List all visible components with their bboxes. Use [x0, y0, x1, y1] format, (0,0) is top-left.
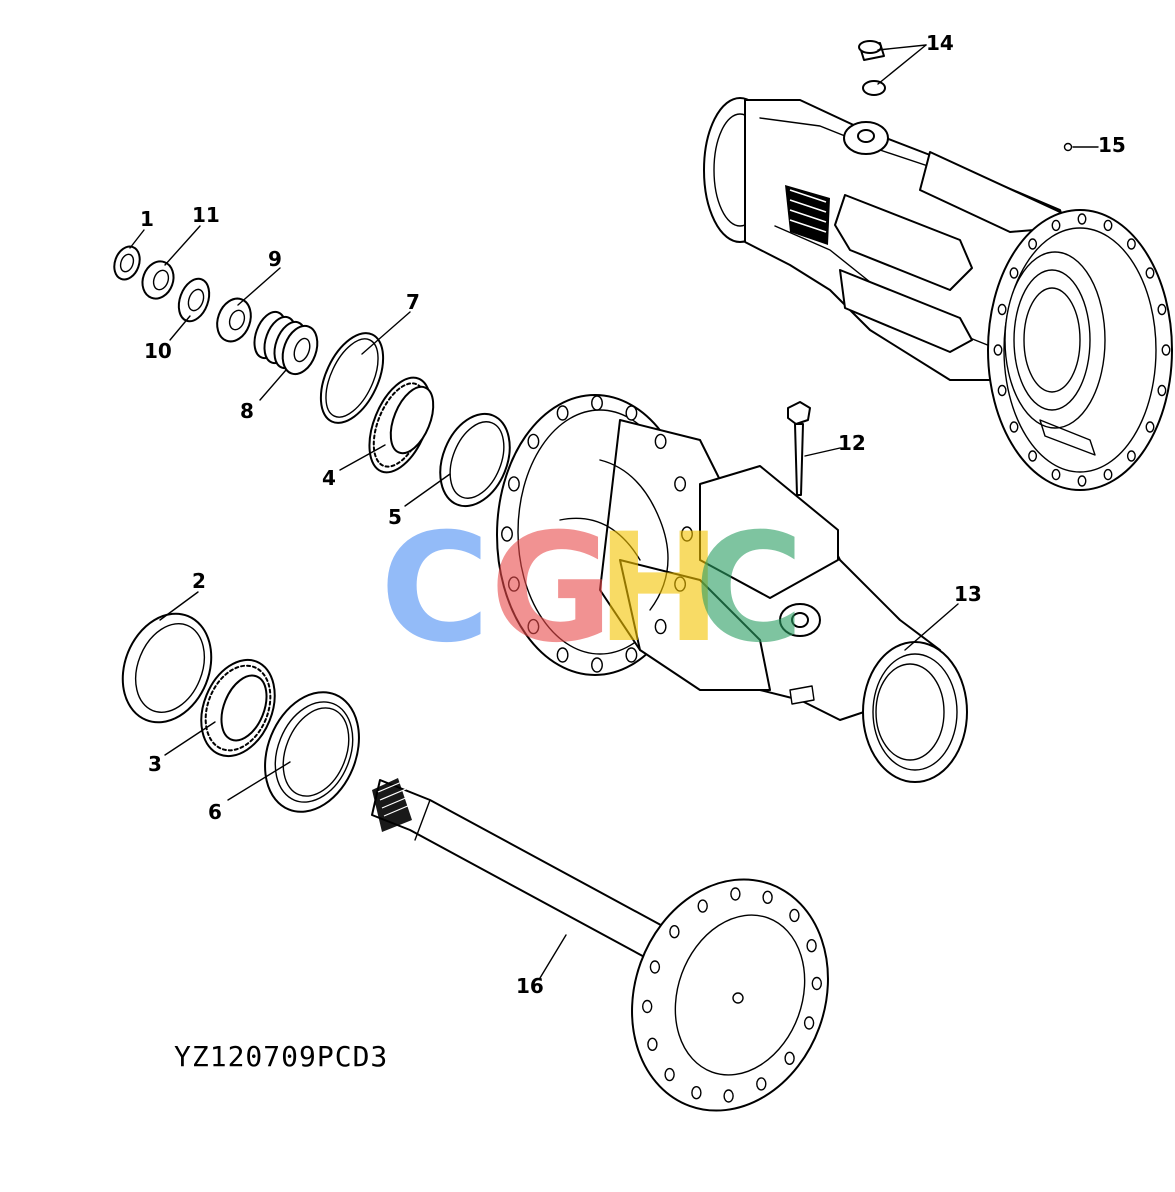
bolt-hole — [654, 618, 667, 635]
callout-2: 2 — [192, 569, 206, 593]
callout-14: 14 — [926, 31, 954, 55]
bolt-hole — [784, 1051, 795, 1066]
bolt-hole — [1103, 219, 1113, 232]
callout-4: 4 — [322, 466, 336, 490]
bolt-hole — [1145, 267, 1155, 279]
oil-seal-6-part — [264, 691, 360, 813]
bolt-hole — [642, 999, 653, 1014]
breather-12-part — [787, 401, 811, 496]
bolt-hole — [527, 433, 540, 450]
bolt-hole — [691, 1085, 702, 1100]
drawing-code: YZ120709PCD3 — [174, 1040, 388, 1073]
callout-9: 9 — [268, 247, 282, 271]
watermark: C G H C — [380, 502, 804, 676]
bolt-hole — [1028, 238, 1038, 250]
bolt-hole — [1009, 267, 1019, 279]
bolt-hole — [1077, 475, 1087, 487]
callout-labels: 1 2 3 4 5 6 7 8 9 10 11 12 13 14 15 16 — [140, 31, 1126, 998]
bolt-hole — [806, 939, 817, 953]
bolt-hole — [625, 405, 638, 421]
pin-15-part — [1063, 142, 1073, 152]
callout-11: 11 — [192, 203, 220, 227]
bolt-hole — [993, 344, 1003, 356]
callout-13: 13 — [954, 582, 982, 606]
bolt-hole — [664, 1067, 675, 1082]
bolt-hole — [1051, 219, 1061, 232]
housing-flange-bolt-holes — [501, 395, 693, 673]
rear-axle-housing — [703, 97, 1173, 491]
bolt-hole — [803, 1016, 815, 1030]
bolt-hole — [789, 908, 800, 923]
bolt-hole — [681, 526, 693, 542]
small-parts — [113, 245, 385, 424]
bolt-hole — [556, 647, 569, 663]
leader-lines — [129, 44, 1099, 979]
bolt-hole — [756, 1077, 767, 1091]
bolt-hole — [762, 890, 773, 904]
bolt-hole — [1145, 421, 1155, 433]
bolt-hole — [647, 1037, 658, 1052]
watermark-letter-3: H — [596, 502, 722, 676]
bearing-cup-5-part — [439, 412, 511, 508]
bolt-hole — [507, 576, 520, 592]
bolt-hole — [507, 476, 520, 492]
axle-housing-13 — [496, 394, 968, 783]
callout-12: 12 — [838, 431, 866, 455]
bearing-cone-4-part — [368, 376, 435, 474]
bolt-hole — [674, 576, 687, 592]
bearing-cone-3-part — [200, 658, 276, 758]
rear-flange-bolt-holes — [993, 213, 1171, 487]
bolt-hole — [1051, 468, 1061, 481]
bolt-hole — [697, 899, 708, 913]
axle-shaft-16-part — [371, 778, 829, 1112]
callout-7: 7 — [406, 290, 420, 314]
watermark-letter-2: G — [490, 502, 613, 676]
callout-16: 16 — [516, 974, 544, 998]
bolt-hole — [730, 887, 741, 901]
watermark-letter-4: C — [694, 502, 804, 676]
bolt-hole — [625, 647, 638, 663]
bolt-hole — [1157, 303, 1167, 316]
callout-10: 10 — [144, 339, 172, 363]
bearing-cup-2-part — [121, 612, 213, 724]
bolt-hole — [556, 405, 569, 421]
callout-8: 8 — [240, 399, 254, 423]
shaft-flange-bolt-holes — [642, 887, 822, 1103]
bolt-hole — [501, 526, 513, 542]
bolt-hole — [1126, 238, 1136, 250]
bolt-hole — [1028, 450, 1038, 462]
bolt-hole — [649, 960, 661, 974]
plug-14-part — [858, 40, 886, 96]
bolt-hole — [591, 395, 603, 411]
bolt-hole — [1161, 344, 1171, 356]
bolt-hole — [674, 476, 687, 492]
bolt-hole — [723, 1089, 734, 1103]
bolt-hole — [669, 925, 680, 939]
bolt-hole — [1157, 384, 1167, 397]
bolt-hole — [527, 618, 540, 635]
callout-15: 15 — [1098, 133, 1126, 157]
bolt-hole — [654, 433, 667, 450]
bolt-hole — [1077, 213, 1087, 225]
bolt-hole — [1103, 468, 1113, 481]
bolt-hole — [997, 303, 1007, 316]
watermark-letter-1: C — [380, 502, 490, 676]
bolt-hole — [591, 657, 603, 673]
callout-1: 1 — [140, 207, 154, 231]
callout-6: 6 — [208, 800, 222, 824]
bolt-hole — [997, 384, 1007, 397]
bolt-hole — [1009, 421, 1019, 433]
callout-5: 5 — [388, 505, 402, 529]
bolt-hole — [1126, 450, 1136, 462]
bolt-hole — [811, 976, 822, 991]
callout-3: 3 — [148, 752, 162, 776]
